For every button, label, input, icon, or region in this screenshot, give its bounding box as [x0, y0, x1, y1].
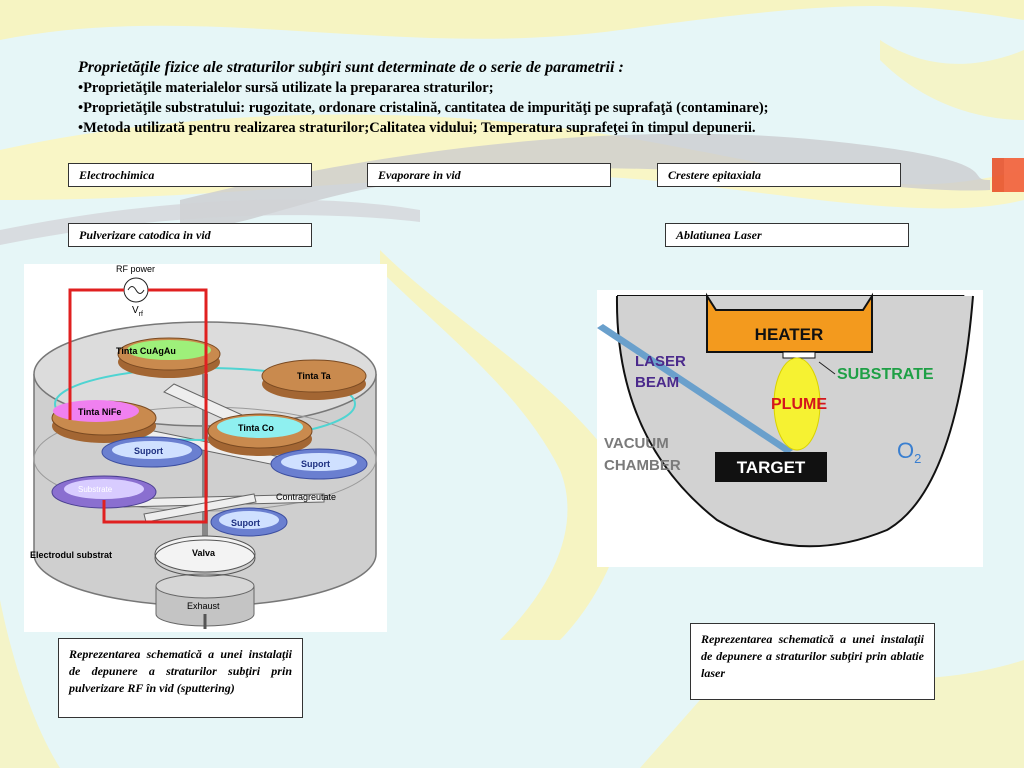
v-rf-label: Vrf — [132, 305, 143, 318]
tinta-ta-label: Tinta Ta — [297, 371, 332, 381]
intro-bullet-3: •Metoda utilizată pentru realizarea stra… — [78, 120, 756, 136]
method-epitaxiala[interactable]: Crestere epitaxiala — [657, 163, 901, 187]
laser-ablation-diagram: HEATER SUBSTRATE LASER BEAM PLUME VACUUM… — [597, 290, 983, 567]
caption-laser: Reprezentarea schematică a unei instalaţ… — [690, 623, 935, 700]
tinta-nife-label: Tinta NiFe — [78, 407, 121, 417]
electrodul-label: Electrodul substrat — [30, 550, 112, 560]
intro-bullet-2: •Proprietăţile substratului: rugozitate,… — [78, 100, 769, 116]
target-label: TARGET — [737, 458, 806, 477]
vacuum-label-2: CHAMBER — [604, 457, 681, 474]
sputtering-svg: RF power Vrf Tinta CuAgAu Tinta Ta Tinta… — [30, 264, 377, 629]
method-ablatiune[interactable]: Ablatiunea Laser — [665, 223, 909, 247]
laser-beam-label-2: BEAM — [635, 374, 679, 391]
suport-label-1: Suport — [134, 446, 163, 456]
method-electrochimica[interactable]: Electrochimica — [68, 163, 312, 187]
suport-label-2: Suport — [301, 459, 330, 469]
substrate-laser-label: SUBSTRATE — [837, 366, 934, 383]
sputtering-diagram: RF power Vrf Tinta CuAgAu Tinta Ta Tinta… — [24, 264, 387, 632]
method-pulverizare[interactable]: Pulverizare catodica in vid — [68, 223, 312, 247]
caption-sputtering: Reprezentarea schematică a unei instalaţ… — [58, 638, 303, 718]
vacuum-label-1: VACUUM — [604, 435, 669, 452]
exhaust-label: Exhaust — [187, 601, 220, 611]
o2-label: O2 — [897, 438, 921, 466]
suport-label-3: Suport — [231, 518, 260, 528]
laser-beam-label-1: LASER — [635, 353, 686, 370]
method-evaporare[interactable]: Evaporare in vid — [367, 163, 611, 187]
valva-label: Valva — [192, 548, 216, 558]
intro-text: Proprietăţile fizice ale straturilor sub… — [78, 58, 978, 138]
tinta-co-label: Tinta Co — [238, 423, 274, 433]
intro-lead: Proprietăţile fizice ale straturilor sub… — [78, 59, 624, 76]
tinta-cuagau-label: Tinta CuAgAu — [116, 346, 176, 356]
intro-bullet-1: •Proprietăţile materialelor sursă utiliz… — [78, 80, 494, 96]
heater-label: HEATER — [755, 325, 824, 344]
laser-svg: HEATER SUBSTRATE LASER BEAM PLUME VACUUM… — [597, 292, 974, 548]
contragreutate-label: Contragreutate — [276, 492, 336, 502]
rf-power-label: RF power — [116, 264, 155, 274]
plume-label: PLUME — [771, 396, 827, 413]
substrate-label: Substrate — [78, 485, 113, 494]
